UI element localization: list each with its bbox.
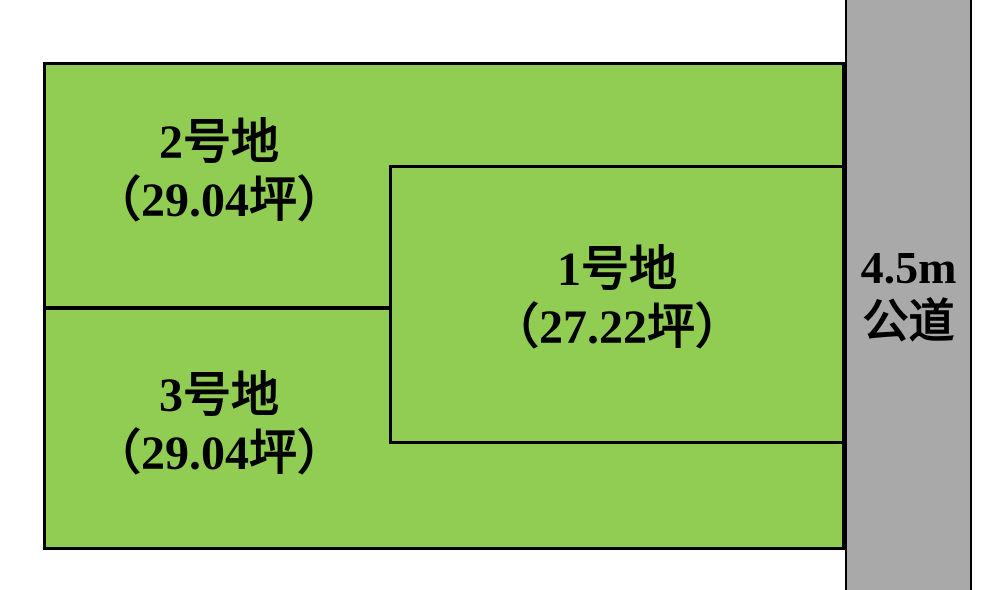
lot-1-region: 1号地 （27.22坪）	[389, 165, 842, 444]
site-parcel-inner: 2号地 （29.04坪） 3号地 （29.04坪） 1号地 （27.22坪）	[46, 65, 842, 547]
lot-2-3-boundary-line	[46, 306, 392, 310]
lot-3-region: 3号地 （29.04坪）	[46, 310, 392, 547]
public-road-strip: 4.5m 公道	[845, 0, 972, 590]
road-label: 4.5m 公道	[861, 241, 957, 349]
lot-1-name: 1号地	[556, 242, 677, 296]
lot-3-name: 3号地	[158, 368, 279, 422]
lot-3-area: （29.04坪）	[92, 426, 345, 480]
lot-2-name: 2号地	[158, 115, 279, 169]
lot-3-label: 3号地 （29.04坪）	[93, 367, 345, 483]
lot-2-region: 2号地 （29.04坪）	[46, 65, 392, 306]
site-parcel: 2号地 （29.04坪） 3号地 （29.04坪） 1号地 （27.22坪）	[43, 62, 845, 550]
lot-1-area: （27.22坪）	[490, 300, 743, 354]
lot-2-area: （29.04坪）	[92, 173, 345, 227]
lot-1-label: 1号地 （27.22坪）	[491, 241, 743, 357]
road-type: 公道	[862, 296, 955, 347]
road-width: 4.5m	[860, 242, 957, 293]
lot-2-label: 2号地 （29.04坪）	[93, 114, 345, 230]
